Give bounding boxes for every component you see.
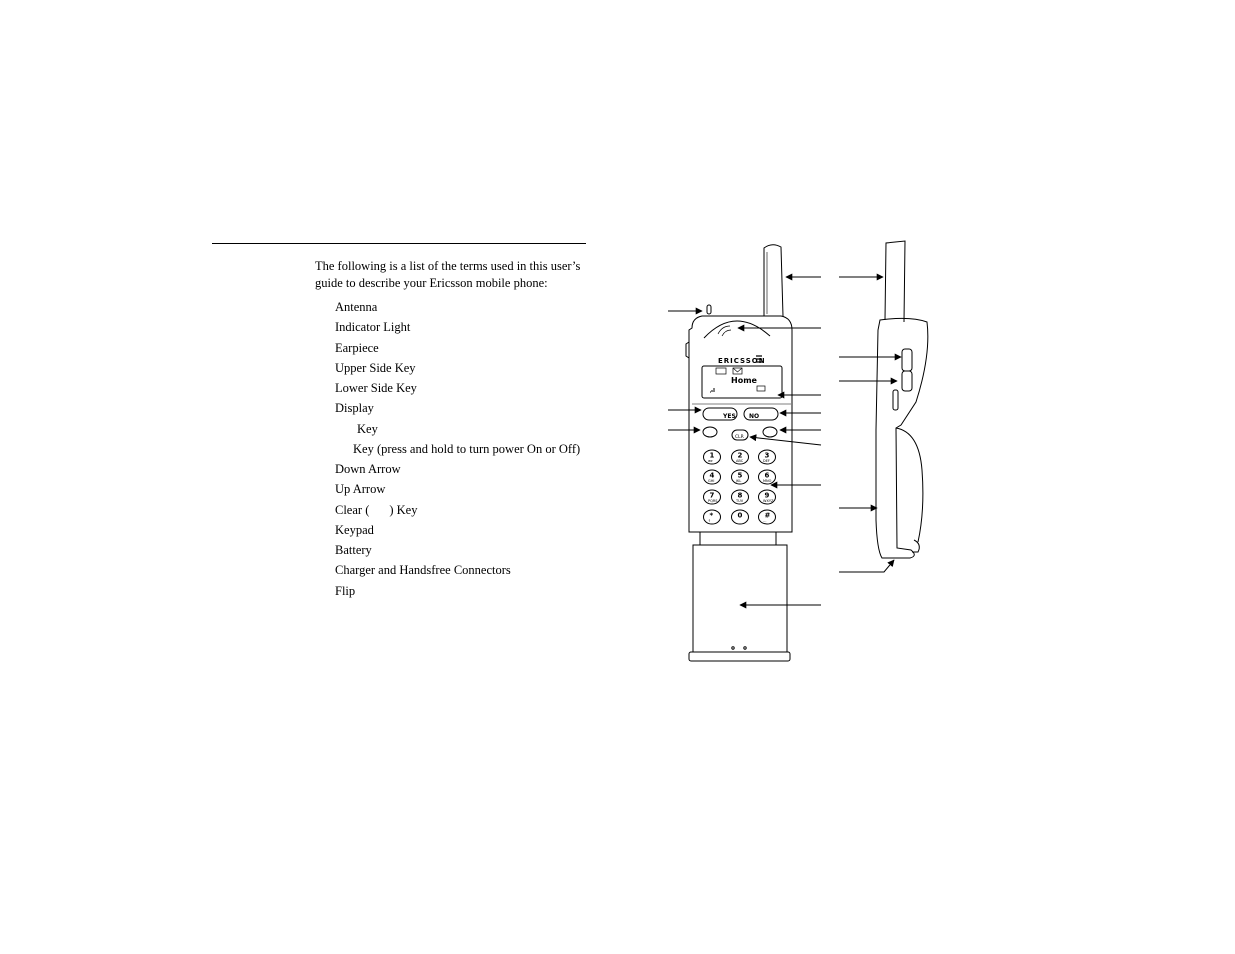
term-antenna: Antenna	[335, 300, 378, 314]
keypad: 1σσ2ABC3DEF4GHI5JKL6MNO7PQRS8TUV9WXYZ*↑0…	[703, 449, 776, 525]
callout-arrows	[668, 273, 902, 609]
earpiece	[703, 320, 771, 339]
keypad-digit: 7	[710, 492, 715, 500]
keypad-letters: …	[763, 519, 767, 523]
phone-side-view	[875, 240, 929, 559]
up-arrow-key[interactable]	[702, 426, 718, 438]
side-antenna	[884, 240, 906, 323]
term-no-key: Key (press and hold to turn power On or …	[353, 441, 581, 456]
keypad-letters: GHI	[708, 479, 714, 483]
keypad-key[interactable]: 1σσ	[703, 449, 721, 465]
keypad-key[interactable]: *↑	[703, 509, 721, 525]
section-rule	[212, 243, 586, 244]
term-keypad: Keypad	[335, 522, 374, 537]
keypad-letters: MNO	[763, 479, 772, 483]
keypad-digit: 4	[710, 472, 715, 480]
keypad-key[interactable]: #…	[758, 509, 776, 525]
display-text: Home	[731, 376, 758, 385]
term-earpiece: Earpiece	[335, 340, 379, 355]
term-battery: Battery	[335, 543, 372, 557]
antenna	[763, 244, 784, 317]
indicator-light	[706, 304, 712, 315]
svg-text:CLR: CLR	[735, 434, 744, 440]
keypad-key[interactable]: 0	[731, 509, 749, 525]
term-flip: Flip	[335, 583, 356, 598]
term-up-arrow: Up Arrow	[335, 482, 386, 497]
svg-text:YES: YES	[722, 413, 736, 420]
keypad-digit: 2	[738, 452, 743, 460]
term-charger-connectors: Charger and Handsfree Connectors	[335, 563, 511, 578]
keypad-digit: 8	[738, 492, 743, 500]
keypad-digit: 0	[738, 512, 743, 520]
keypad-letters: ↑	[708, 519, 711, 523]
brand-logo: ERICSSON	[718, 357, 766, 365]
term-lower-side-key: Lower Side Key	[335, 381, 417, 395]
keypad-letters: PQRS	[708, 499, 718, 503]
term-down-arrow: Down Arrow	[335, 462, 401, 476]
keypad-digit: *	[710, 512, 714, 520]
yes-key[interactable]	[702, 407, 738, 421]
term-display: Display	[335, 401, 374, 416]
clear-key[interactable]	[731, 429, 749, 441]
keypad-letters: σσ	[708, 459, 713, 463]
term-clear-key: Clear ( ) Key	[335, 502, 580, 522]
keypad-digit: 6	[765, 472, 770, 480]
term-yes-key: Key	[357, 421, 378, 436]
keypad-digit: 3	[765, 452, 770, 460]
display	[701, 365, 783, 399]
keypad-letters: TUV	[735, 499, 744, 503]
term-upper-side-key: Upper Side Key	[335, 360, 416, 375]
keypad-digit: 1	[710, 452, 715, 460]
terms-list: Antenna Indicator Light Earpiece Upper S…	[335, 299, 580, 603]
term-clear-key-after: ) Key	[389, 502, 418, 517]
keypad-digit: 9	[765, 492, 770, 500]
keypad-letters: DEF	[763, 459, 770, 463]
flip	[692, 532, 788, 653]
keypad-letters: ABC	[736, 459, 744, 463]
no-key[interactable]	[743, 407, 779, 421]
keypad-digit: #	[765, 512, 771, 520]
svg-text:NO: NO	[749, 413, 759, 420]
keypad-digit: 5	[738, 472, 743, 480]
term-clear-key-before: Clear (	[335, 502, 370, 517]
intro-paragraph: The following is a list of the terms use…	[315, 259, 581, 290]
keypad-letters: WXYZ	[763, 499, 774, 503]
lower-side-key[interactable]	[901, 370, 913, 392]
keypad-letters: JKL	[735, 479, 741, 483]
term-indicator-light: Indicator Light	[335, 320, 411, 335]
down-arrow-key[interactable]	[762, 426, 778, 438]
charger-connector	[912, 539, 920, 553]
phone-body	[688, 315, 793, 533]
side-body	[875, 317, 929, 559]
upper-side-key[interactable]	[901, 348, 913, 372]
